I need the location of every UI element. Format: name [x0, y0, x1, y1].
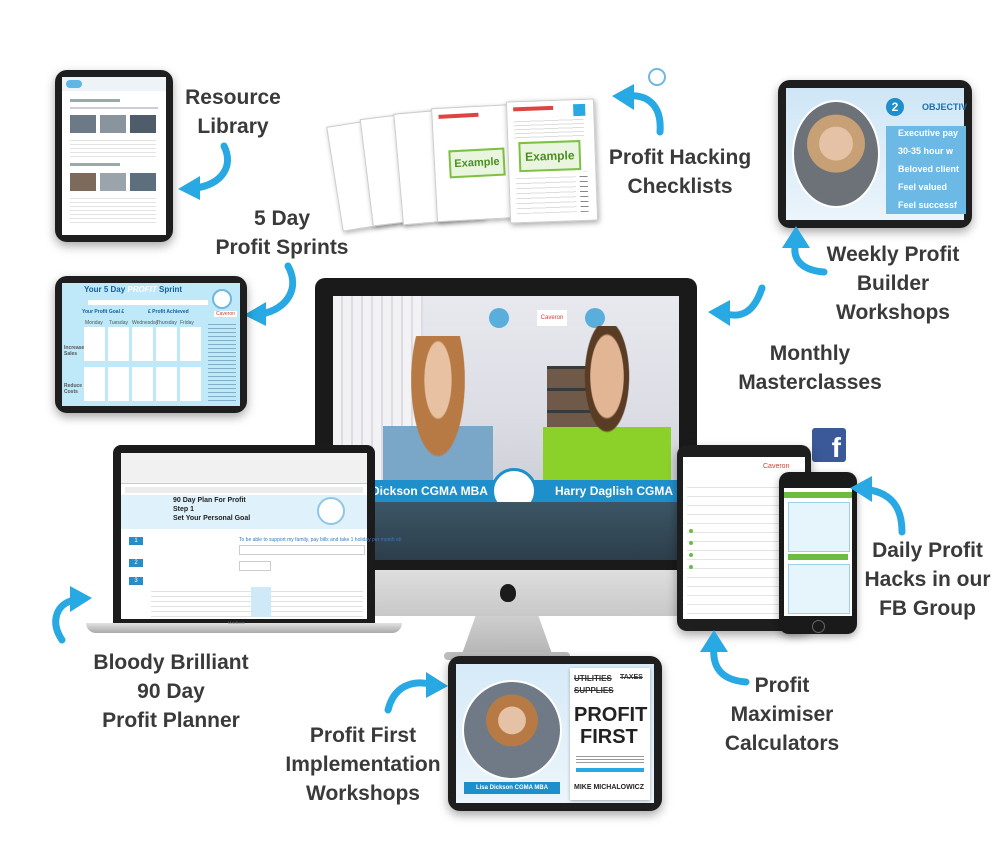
goal-text: To be able to support my family, pay bil…: [239, 537, 402, 543]
resource-thumb[interactable]: [100, 173, 126, 191]
sprint-cell[interactable]: [156, 327, 177, 361]
spreadsheet-ribbon: [121, 453, 367, 484]
pi-logo-icon: [585, 308, 605, 328]
calc-dot: [689, 541, 693, 545]
masterclass-video[interactable]: Caveron Dickson CGMA MBA Harry Daglish C…: [333, 296, 679, 560]
label-monthly-masterclasses: Monthly Masterclasses: [738, 342, 882, 394]
phone: [779, 472, 857, 634]
resource-library-tablet: [55, 70, 173, 242]
goal-label: Your Profit Goal £: [82, 309, 125, 315]
presenter-name-right: Harry Daglish CGMA: [555, 484, 674, 498]
arrow-icon: [782, 226, 828, 276]
goal-input[interactable]: [239, 545, 365, 555]
apple-logo-icon: [500, 584, 516, 602]
checklist-page[interactable]: Example: [505, 98, 599, 224]
achieved-label: £ Profit Achieved: [148, 309, 189, 315]
profit-sprint-sheet: Your 5 Day PROFIT Sprint Your Profit Goa…: [62, 283, 240, 406]
cloud-logo-icon: [66, 80, 82, 88]
check-icon: [573, 103, 586, 117]
macbook-base: [86, 623, 402, 633]
slide-number: 2: [886, 98, 904, 116]
home-button-icon[interactable]: [812, 620, 825, 633]
hack-card[interactable]: [788, 502, 850, 552]
resource-thumb[interactable]: [70, 115, 96, 133]
calc-dot: [689, 565, 693, 569]
facebook-icon[interactable]: f: [812, 428, 846, 463]
brand-logo: Caveron: [763, 463, 790, 470]
label-profit-sprints: 5 Day Profit Sprints: [215, 207, 349, 259]
imac-stand: [462, 616, 552, 654]
arrow-icon: [708, 284, 766, 326]
calc-dot: [689, 553, 693, 557]
sprint-cell[interactable]: [108, 327, 129, 361]
checklist-stack: Example Example: [326, 98, 600, 250]
sprint-cell[interactable]: [132, 367, 153, 401]
label-daily-hacks: Daily Profit Hacks in our FB Group: [864, 539, 991, 620]
arrow-icon: [700, 630, 750, 686]
label-maximiser: Profit Maximiser Calculators: [724, 674, 840, 755]
objective-list: Executive pay 30-35 hour w Beloved clien…: [886, 126, 966, 214]
calc-dot: [689, 529, 693, 533]
sprint-cell[interactable]: [84, 367, 105, 401]
arrow-icon: [178, 142, 231, 200]
arrow-icon: [244, 262, 297, 326]
profit-sprint-tablet: Your 5 Day PROFIT Sprint Your Profit Goa…: [55, 276, 247, 413]
planner-title: 90 Day Plan For Profit: [173, 497, 246, 504]
label-profit-planner: Bloody Brilliant 90 Day Profit Planner: [93, 651, 249, 732]
presenter-caption: Lisa Dickson CGMA MBA: [464, 782, 560, 794]
sprint-cell[interactable]: [108, 367, 129, 401]
section-number: 2: [129, 559, 143, 567]
resource-thumb[interactable]: [70, 173, 96, 191]
label-weekly-workshops: Weekly Profit Builder Workshops: [826, 243, 960, 324]
brand-logo: Caveron: [214, 311, 237, 317]
slide-heading: OBJECTIV: [922, 102, 968, 112]
income-input[interactable]: [239, 561, 271, 571]
section-number: 1: [129, 537, 143, 545]
planner-step: Step 1: [173, 506, 195, 513]
resource-thumb[interactable]: [130, 115, 156, 133]
book-title: FIRST: [580, 726, 638, 748]
profit-first-screen: Lisa Dickson CGMA MBA UTILITIES TAXES SU…: [456, 664, 654, 803]
pi-logo-icon: [317, 497, 345, 525]
label-resource-library: Resource Library: [185, 86, 281, 138]
sprint-cell[interactable]: [180, 367, 201, 401]
book-title: PROFIT: [574, 704, 648, 726]
sprint-cell[interactable]: [132, 327, 153, 361]
sprint-cell[interactable]: [84, 327, 105, 361]
workshop-slide: 2 OBJECTIV Executive pay 30-35 hour w Be…: [786, 88, 968, 220]
presenter-name-left: Dickson CGMA MBA: [371, 484, 488, 498]
arrow-icon: [52, 586, 92, 644]
arrow-icon: [850, 476, 906, 536]
pi-logo-icon: [648, 68, 666, 86]
pi-logo-icon: [212, 289, 232, 309]
hack-card[interactable]: [788, 564, 850, 614]
sprint-cell[interactable]: [180, 327, 201, 361]
pi-logo-icon: [489, 308, 509, 328]
macbook-brand: MacBook: [228, 620, 245, 625]
weekly-workshop-tablet: 2 OBJECTIV Executive pay 30-35 hour w Be…: [778, 80, 972, 228]
resource-thumb[interactable]: [100, 115, 126, 133]
section-number: 3: [129, 577, 143, 585]
resource-library-screen: [62, 77, 166, 235]
label-profit-first: Profit First Implementation Workshops: [285, 724, 441, 805]
profit-planner-spreadsheet[interactable]: 90 Day Plan For Profit Step 1 Set Your P…: [121, 453, 402, 619]
presenter-photo: [792, 100, 880, 208]
label-profit-hacking: Profit Hacking Checklists: [608, 146, 752, 198]
fb-group-screen[interactable]: [784, 488, 852, 616]
profit-first-tablet: Lisa Dickson CGMA MBA UTILITIES TAXES SU…: [448, 656, 662, 811]
brand-logo: Caveron: [537, 310, 567, 326]
checklist-example: Example: [448, 147, 506, 179]
planner-subtitle: Set Your Personal Goal: [173, 515, 251, 522]
goal-field[interactable]: [88, 300, 208, 305]
checklist-example: Example: [518, 140, 582, 173]
arrow-icon: [612, 84, 664, 136]
profit-first-book[interactable]: UTILITIES TAXES SUPPLIES PROFIT FIRST MI…: [570, 668, 650, 800]
presenter-photo: [462, 680, 562, 780]
resource-thumb[interactable]: [130, 173, 156, 191]
book-author: MIKE MICHALOWICZ: [574, 784, 644, 791]
sprint-cell[interactable]: [156, 367, 177, 401]
arrow-icon: [384, 672, 448, 714]
